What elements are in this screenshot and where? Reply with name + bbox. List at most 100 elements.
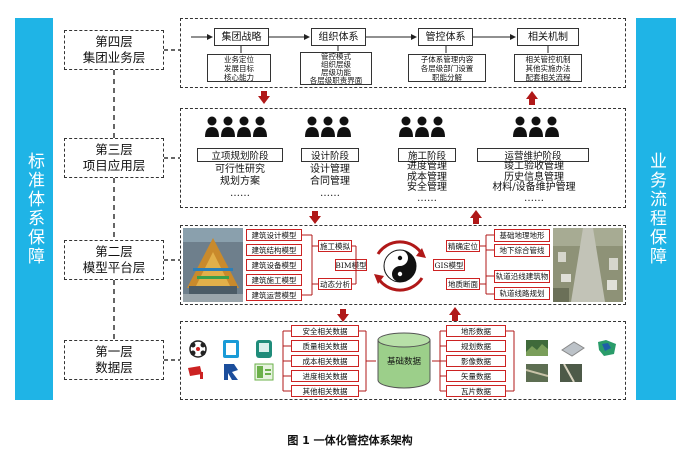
phase-item: 成本管理	[407, 171, 447, 183]
arrow-up-2-3	[470, 210, 482, 218]
data-cost: 成本相关数据	[291, 355, 359, 367]
bim-model-label: BIM模型	[335, 259, 367, 271]
layer-label-2-line2: 模型平台层	[82, 260, 146, 275]
l4-detail-org: 管控模式 组织层级 层级功能 各层级职责界面	[300, 52, 372, 85]
phase-items-operation: 竣工验收管理 历史信息管理 材料/设备维护管理 ……	[476, 161, 592, 204]
l4-mechanism-item: 配套相关流程	[525, 72, 571, 82]
data-quality: 质量相关数据	[291, 340, 359, 352]
layer-label-3-line1: 第三层	[95, 142, 133, 157]
gis-city-image	[553, 228, 623, 302]
l4-box-mechanism: 相关机制	[517, 28, 579, 46]
arrow-down-4-3	[258, 96, 270, 104]
layer3-panel	[180, 108, 626, 208]
database-label: 基础数据	[386, 357, 421, 367]
side-bar-right: 业务流程保障	[636, 18, 676, 400]
satellite-thumbnail	[560, 364, 582, 382]
layer-label-4-line2: 集团业务层	[82, 50, 146, 65]
l4-box-strategy: 集团战略	[214, 28, 269, 46]
layer-label-3: 第三层 项目应用层	[64, 138, 164, 178]
people-group-icon	[513, 116, 559, 137]
bim-gis-integration-icon	[374, 240, 426, 292]
data-vector: 矢量数据	[446, 370, 506, 382]
map-thumbnail	[596, 338, 618, 358]
layer4-panel	[180, 18, 626, 88]
layer2-panel	[180, 225, 626, 305]
layer1-panel	[180, 321, 626, 400]
gis-model-buildings: 轨道沿线建筑物	[494, 270, 550, 283]
layer-label-3-line2: 项目应用层	[82, 158, 146, 173]
aerial-thumbnail	[526, 364, 548, 382]
bim-model-structure: 建筑结构模型	[246, 244, 302, 256]
3d-model-thumbnail	[561, 341, 585, 357]
arrow-up-3-4-stem	[529, 99, 535, 105]
phase-header-construction: 施工阶段	[398, 148, 456, 162]
l4-strategy-item: 业务定位	[224, 54, 254, 64]
l4-detail-control: 子体系管理内容 各层级部门设置 职能分解	[408, 54, 486, 82]
bim-model-operation: 建筑运营模型	[246, 289, 302, 301]
layer-label-1-line1: 第一层	[95, 344, 133, 359]
l4-detail-strategy: 业务定位 发展目标 核心能力	[207, 54, 271, 82]
bim-func-analysis: 动态分析	[318, 278, 352, 290]
l4-control-item: 子体系管理内容	[420, 54, 474, 64]
l4-org-item: 层级功能	[321, 67, 351, 77]
phase-header-planning: 立项规划阶段	[197, 148, 283, 162]
phase-items-construction: 进度管理 成本管理 安全管理 ……	[390, 161, 464, 204]
phase-item: 合同管理	[310, 176, 350, 187]
phase-item: ……	[417, 192, 437, 204]
phase-item: 材料/设备维护管理	[492, 182, 576, 193]
arrow-down-2-1-stem	[340, 309, 346, 315]
data-terrain: 地形数据	[446, 325, 506, 337]
bim-func-simulation: 施工模拟	[318, 240, 352, 252]
phase-item: 设计管理	[310, 164, 350, 175]
phase-item: 安全管理	[407, 182, 447, 193]
people-group-icon	[305, 116, 351, 137]
l4-strategy-item: 发展目标	[224, 63, 254, 73]
phase-header-operation: 运营维护阶段	[477, 148, 589, 162]
data-safety: 安全相关数据	[291, 325, 359, 337]
phase-item: 历史信息管理	[504, 171, 564, 183]
gis-model-rail-plan: 轨道线路规划	[494, 287, 550, 300]
bim-model-equipment: 建筑设备模型	[246, 259, 302, 271]
phase-item: ……	[524, 192, 544, 204]
data-progress: 进度相关数据	[291, 370, 359, 382]
l4-control-item: 各层级部门设置	[420, 63, 474, 73]
arrow-up-2-3-stem	[473, 218, 479, 224]
phase-items-planning: 可行性研究 规划方案 ……	[192, 164, 288, 200]
l4-control-item: 职能分解	[432, 72, 462, 82]
people-group-icon	[399, 116, 445, 137]
tablet-icon	[223, 340, 239, 358]
l4-box-org: 组织体系	[311, 28, 366, 46]
data-tile: 瓦片数据	[446, 385, 506, 397]
l4-org-item: 管控模式	[321, 51, 351, 61]
device-icon	[256, 340, 272, 358]
gis-model-pipelines: 地下综合管线	[494, 244, 550, 257]
arrow-down-2-1	[337, 314, 349, 322]
side-bar-left: 标准体系保障	[15, 18, 53, 400]
phase-item: 可行性研究	[215, 164, 265, 175]
l4-detail-mechanism: 相关管控机制 其他实施办法 配套相关流程	[514, 54, 582, 82]
camera-icon	[188, 366, 203, 379]
figure-caption: 图 1 一体化管控体系架构	[287, 434, 413, 447]
l4-org-item: 各层级职责界面	[309, 75, 363, 85]
layer-label-1-line2: 数据层	[95, 360, 133, 375]
phase-item: 竣工验收管理	[504, 161, 564, 172]
l4-mechanism-item: 相关管控机制	[525, 54, 571, 64]
arrow-down-4-3-stem	[261, 91, 267, 97]
arrow-down-3-2	[309, 216, 321, 224]
phase-item: ……	[230, 188, 250, 199]
gis-func-geology: 地质断面	[446, 278, 480, 290]
arrow-down-3-2-stem	[312, 211, 318, 217]
software-logo-icon	[254, 363, 274, 381]
people-group-icon	[205, 116, 267, 137]
data-planning: 规划数据	[446, 340, 506, 352]
arrow-up-3-4	[526, 91, 538, 99]
arrow-up-1-2	[449, 307, 461, 315]
data-other: 其他相关数据	[291, 385, 359, 397]
l4-org-item: 组织层级	[321, 59, 351, 69]
terrain-thumbnail	[526, 340, 548, 356]
phase-item: 进度管理	[407, 161, 447, 172]
database-icon	[377, 332, 431, 389]
